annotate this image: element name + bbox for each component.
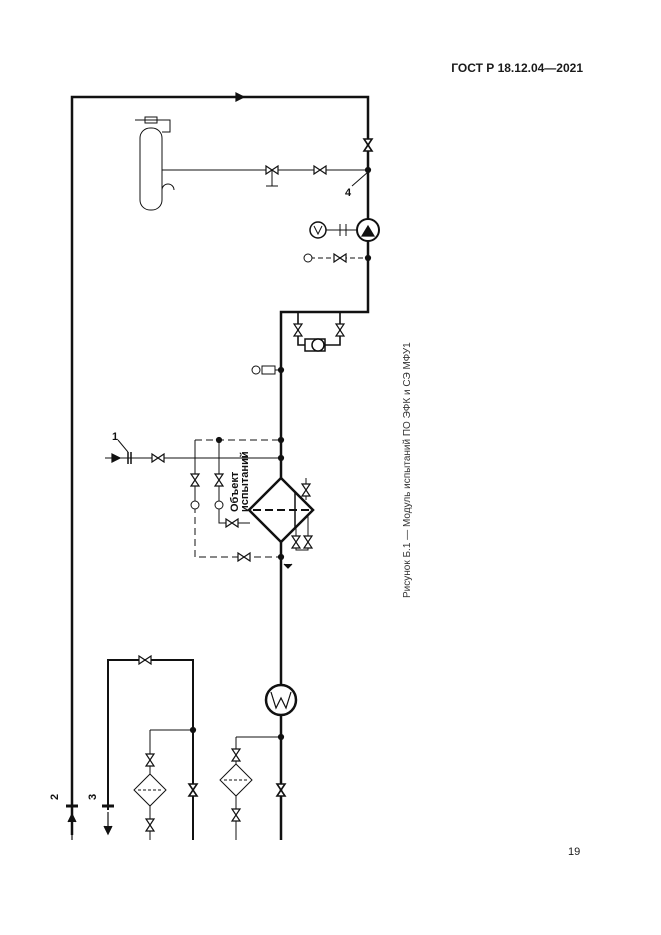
label-2: 2 xyxy=(49,794,61,800)
object-label-1: Объект xyxy=(229,471,241,512)
page-number: 19 xyxy=(568,846,581,858)
document-header: ГОСТ Р 18.12.04—2021 xyxy=(451,61,583,75)
main-return-line xyxy=(70,95,370,840)
flow-arrow xyxy=(235,92,246,102)
label-1: 1 xyxy=(112,431,118,443)
motor-icon xyxy=(309,221,327,239)
object-label-2: испытаний xyxy=(239,451,251,512)
flowmeter-icon xyxy=(264,683,298,717)
vessel xyxy=(135,116,175,211)
label-3: 3 xyxy=(87,794,99,800)
label-4: 4 xyxy=(345,187,352,199)
